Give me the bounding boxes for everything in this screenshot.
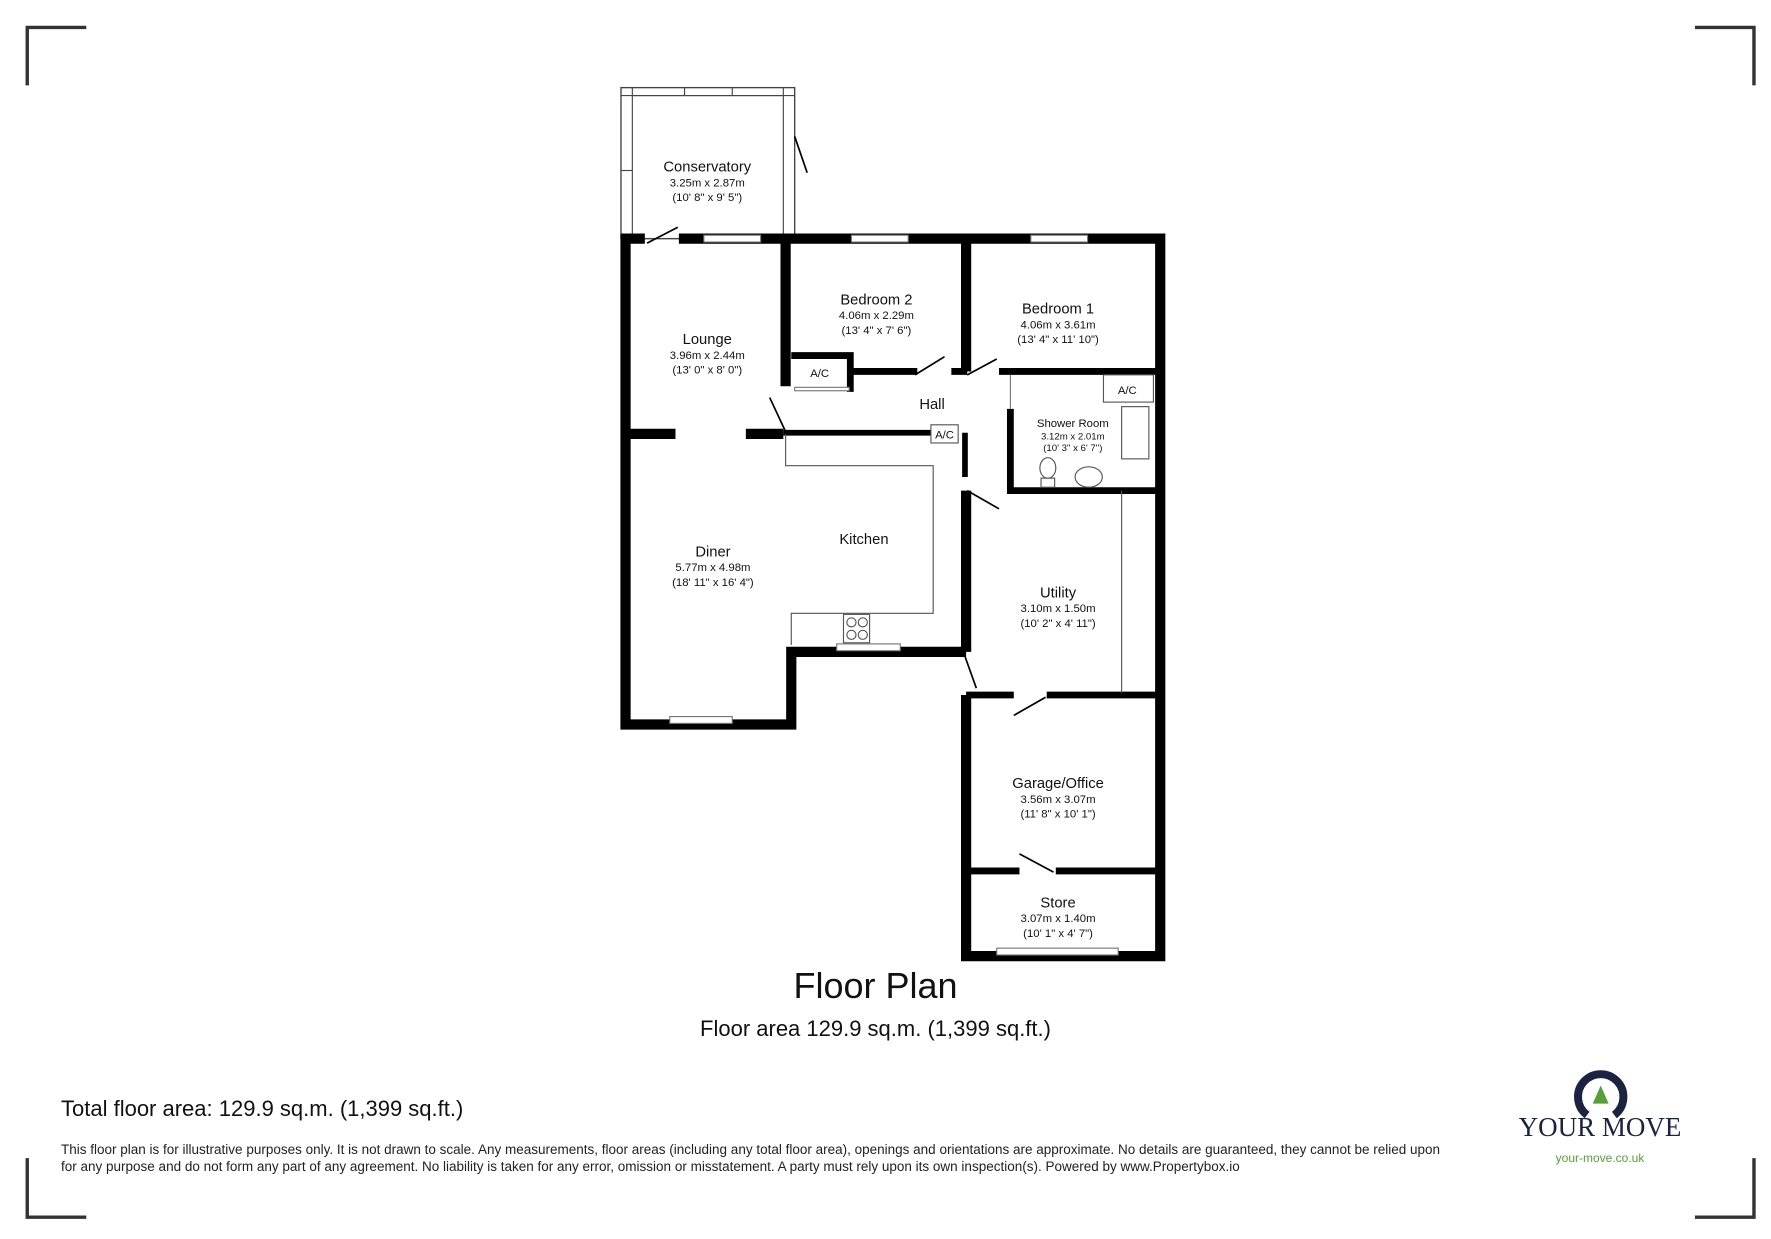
room-labels: Conservatory 3.25m x 2.87m (10' 8" x 9' … — [663, 160, 1136, 940]
fixtures — [785, 374, 1154, 693]
shower-tray-icon — [1121, 406, 1150, 460]
your-move-logo-icon — [1574, 1070, 1628, 1119]
svg-text:3.56m x 3.07m: 3.56m x 3.07m — [1021, 794, 1096, 806]
ac-label: A/C — [935, 429, 954, 441]
room-name: Shower Room — [1037, 418, 1109, 430]
svg-text:(10' 2" x 4' 11"): (10' 2" x 4' 11") — [1020, 618, 1095, 630]
total-floor-area: Total floor area: 129.9 sq.m. (1,399 sq.… — [61, 1096, 464, 1121]
disclaimer: This floor plan is for illustrative purp… — [61, 1142, 1441, 1174]
room-name: Utility — [1040, 585, 1077, 601]
walls — [620, 233, 1166, 962]
svg-text:5.77m x 4.98m: 5.77m x 4.98m — [675, 562, 750, 574]
logo-name: YOUR MOVE — [1518, 1112, 1682, 1142]
svg-text:(13' 4" x 11' 10"): (13' 4" x 11' 10") — [1017, 334, 1099, 346]
plan-title: Floor Plan — [793, 965, 958, 1006]
doors — [646, 226, 1054, 873]
corner-brackets — [25, 25, 1756, 1219]
room-name: Diner — [695, 544, 730, 560]
svg-text:(11' 8" x 10' 1"): (11' 8" x 10' 1") — [1020, 809, 1095, 821]
room-name: Bedroom 1 — [1022, 302, 1094, 318]
svg-text:3.96m x 2.44m: 3.96m x 2.44m — [670, 350, 745, 362]
basin-icon — [1074, 466, 1103, 488]
svg-text:4.06m x 3.61m: 4.06m x 3.61m — [1021, 319, 1096, 331]
ac-label: A/C — [810, 368, 829, 380]
svg-text:4.06m x 2.29m: 4.06m x 2.29m — [839, 310, 914, 322]
svg-text:3.25m x 2.87m: 3.25m x 2.87m — [670, 177, 745, 189]
room-name: Lounge — [683, 332, 732, 348]
room-name: Store — [1040, 895, 1075, 911]
svg-text:(13' 4" x 7' 6"): (13' 4" x 7' 6") — [842, 325, 912, 337]
logo-url: your-move.co.uk — [1555, 1151, 1645, 1165]
room-name: Garage/Office — [1012, 776, 1104, 792]
svg-text:3.07m x 1.40m: 3.07m x 1.40m — [1021, 913, 1096, 925]
ac-label: A/C — [1118, 385, 1137, 397]
hall-label: Hall — [919, 397, 944, 413]
plan-area: Floor area 129.9 sq.m. (1,399 sq.ft.) — [700, 1016, 1051, 1041]
toilet-icon — [1039, 457, 1057, 479]
svg-text:(10' 8" x 9' 5"): (10' 8" x 9' 5") — [672, 192, 742, 204]
svg-text:(18' 11" x 16' 4"): (18' 11" x 16' 4") — [672, 577, 754, 589]
svg-text:(10' 3" x 6' 7"): (10' 3" x 6' 7") — [1043, 443, 1102, 454]
svg-text:(13' 0" x 8' 0"): (13' 0" x 8' 0") — [672, 365, 742, 377]
svg-text:(10' 1" x 4' 7"): (10' 1" x 4' 7") — [1023, 928, 1093, 940]
room-name: Conservatory — [663, 160, 751, 176]
svg-text:3.12m x 2.01m: 3.12m x 2.01m — [1041, 432, 1105, 443]
kitchen-label: Kitchen — [839, 532, 888, 548]
room-name: Bedroom 2 — [840, 292, 912, 308]
svg-text:3.10m x 1.50m: 3.10m x 1.50m — [1021, 603, 1096, 615]
windows — [669, 234, 1119, 956]
